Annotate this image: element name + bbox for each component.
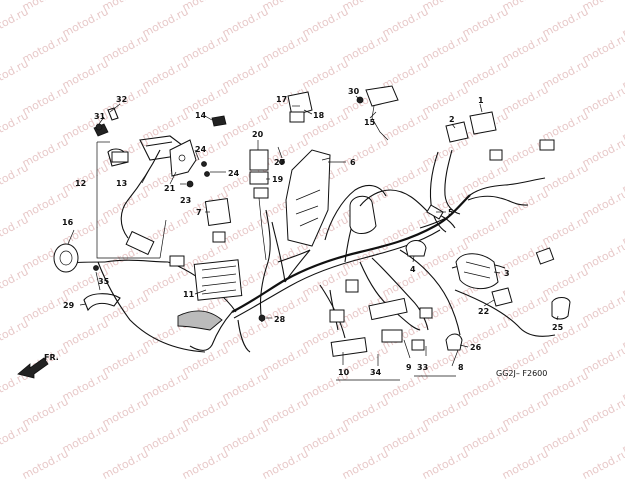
- callout-25: 25: [552, 323, 564, 332]
- starter-relay-15: [365, 85, 399, 141]
- callout-3: 3: [504, 269, 510, 278]
- connector-1-2: [445, 111, 555, 161]
- callout-24b: 24: [195, 145, 207, 154]
- callout-20: 20: [252, 130, 264, 139]
- regulator-11: [169, 255, 243, 301]
- callout-4: 4: [410, 265, 416, 274]
- callout-11: 11: [183, 290, 195, 299]
- wiring-harness-drawing: 1 2 3 4 5 6 7 8 9 10 11 12 13 14 15 16 1…: [17, 85, 571, 381]
- front-label: FR.: [44, 353, 59, 362]
- callout-24: 24: [228, 169, 240, 178]
- leader-lines: [67, 95, 559, 381]
- callout-29: 29: [63, 301, 75, 310]
- callout-32: 32: [116, 95, 127, 104]
- clamp-29: [83, 293, 121, 312]
- callout-27: 27: [274, 158, 285, 167]
- callout-21: 21: [164, 184, 176, 193]
- callout-22: 22: [478, 307, 489, 316]
- horn-16: [53, 243, 79, 273]
- callout-19: 19: [272, 175, 284, 184]
- ignition-switch-13: [107, 135, 183, 256]
- callout-33: 33: [417, 363, 428, 372]
- callout-10: 10: [338, 368, 350, 377]
- cover-near-28: [177, 310, 223, 331]
- clamp-26: [445, 333, 463, 351]
- callout-17: 17: [276, 95, 287, 104]
- callout-14: 14: [195, 111, 207, 120]
- callout-35: 35: [98, 277, 110, 286]
- callout-13: 13: [116, 179, 127, 188]
- bracket-group-12: [96, 141, 167, 259]
- callout-34: 34: [370, 368, 382, 377]
- grommet-4: [405, 240, 427, 257]
- bolts: [93, 96, 364, 322]
- clip-25: [551, 297, 571, 320]
- callout-28: 28: [274, 315, 286, 324]
- ignition-coil-3: [455, 247, 555, 289]
- callout-31: 31: [94, 112, 106, 121]
- callout-numbers: 1 2 3 4 5 6 7 8 9 10 11 12 13 14 15 16 1…: [62, 87, 564, 377]
- callout-5: 5: [448, 208, 454, 217]
- callout-15: 15: [364, 118, 376, 127]
- callout-2: 2: [449, 115, 455, 124]
- bracket-22: [491, 287, 513, 307]
- spark-cap-5: [349, 189, 444, 234]
- drawing-code: GG2J– F2600: [496, 369, 547, 378]
- callout-6: 6: [350, 158, 356, 167]
- callout-26: 26: [470, 343, 482, 352]
- callout-16: 16: [62, 218, 74, 227]
- callout-12: 12: [75, 179, 86, 188]
- callout-23: 23: [180, 196, 191, 205]
- battery-box-6: [285, 149, 331, 247]
- fuse-18: [287, 91, 313, 123]
- callout-7: 7: [196, 208, 202, 217]
- callout-30: 30: [348, 87, 360, 96]
- front-direction-arrow: FR.: [17, 353, 59, 379]
- bracket-7: [204, 198, 232, 243]
- bracket-21: [169, 139, 197, 177]
- callout-9: 9: [406, 363, 412, 372]
- relay-20: [249, 149, 269, 261]
- connectors-10-34: [329, 279, 433, 357]
- callout-8: 8: [458, 363, 464, 372]
- callout-18: 18: [313, 111, 325, 120]
- callout-1: 1: [478, 96, 484, 105]
